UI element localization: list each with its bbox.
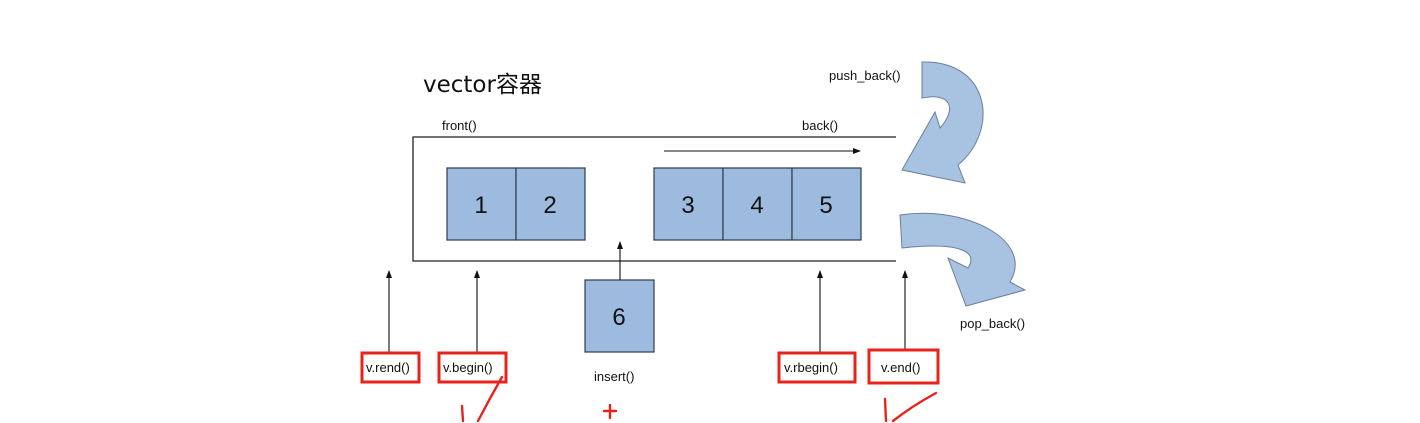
- cell-4-value: 4: [750, 192, 763, 219]
- cell-1: [446, 167, 517, 241]
- front-label: front(): [442, 118, 477, 133]
- red-mark-end-2: [891, 391, 938, 423]
- red-mark-end-1: [883, 397, 888, 423]
- pop-back-curved-arrow: [899, 212, 1027, 307]
- vector-container-outline: [412, 136, 896, 262]
- cell-4: [722, 167, 793, 241]
- red-plus-mark: [602, 403, 618, 420]
- cell-5-value: 5: [819, 192, 832, 219]
- push-back-curved-arrow: [901, 61, 984, 184]
- begin-highlight: [437, 351, 508, 384]
- insert-label: insert(): [594, 369, 634, 384]
- rend-highlight: [360, 351, 421, 384]
- inserted-cell-value: 6: [612, 304, 625, 331]
- cell-3: [653, 167, 724, 241]
- red-mark-begin-2: [476, 375, 504, 423]
- end-highlight: [867, 348, 940, 385]
- cell-3-value: 3: [681, 192, 694, 219]
- rend-label: v.rend(): [366, 360, 410, 375]
- end-label: v.end(): [881, 360, 921, 375]
- back-label: back(): [802, 118, 838, 133]
- cell-1-value: 1: [474, 192, 487, 219]
- begin-label: v.begin(): [443, 360, 493, 375]
- rbegin-highlight: [777, 351, 857, 384]
- cell-2-value: 2: [543, 192, 556, 219]
- diagram-title: vector容器: [423, 72, 542, 98]
- cell-5: [791, 167, 862, 241]
- cell-2: [515, 167, 586, 241]
- push-back-label: push_back(): [829, 68, 901, 83]
- rbegin-label: v.rbegin(): [784, 360, 838, 375]
- red-mark-begin-1: [460, 404, 465, 423]
- inserted-cell: [584, 279, 655, 353]
- pop-back-label: pop_back(): [960, 316, 1025, 331]
